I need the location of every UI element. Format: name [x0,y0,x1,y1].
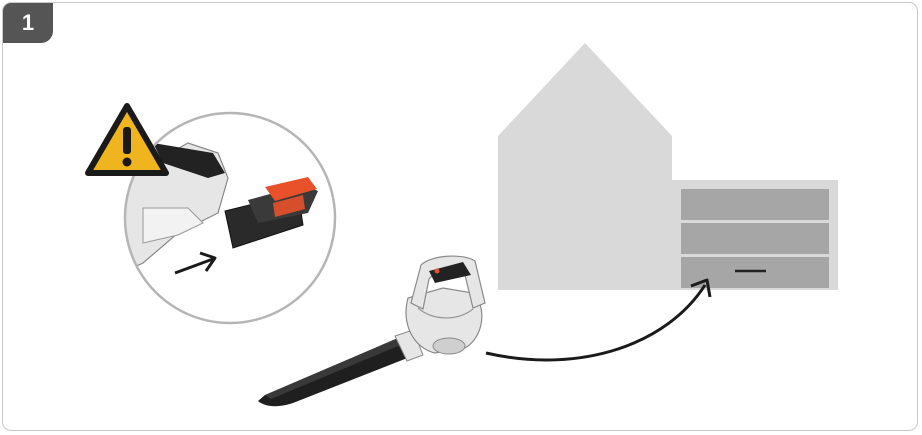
step-number: 1 [21,10,35,35]
house-icon [498,43,838,290]
curved-arrow-icon [485,278,712,362]
leaf-blower [258,255,486,407]
illustration [85,43,838,407]
step-badge: 1 [3,3,53,43]
instruction-panel: 1 [2,2,918,431]
arrow-icon [174,251,217,275]
house-body [498,43,672,290]
warning-triangle-icon [85,103,169,176]
battery-detail-circle [123,111,337,325]
battery-pack [224,177,318,249]
garage-door [681,189,829,288]
